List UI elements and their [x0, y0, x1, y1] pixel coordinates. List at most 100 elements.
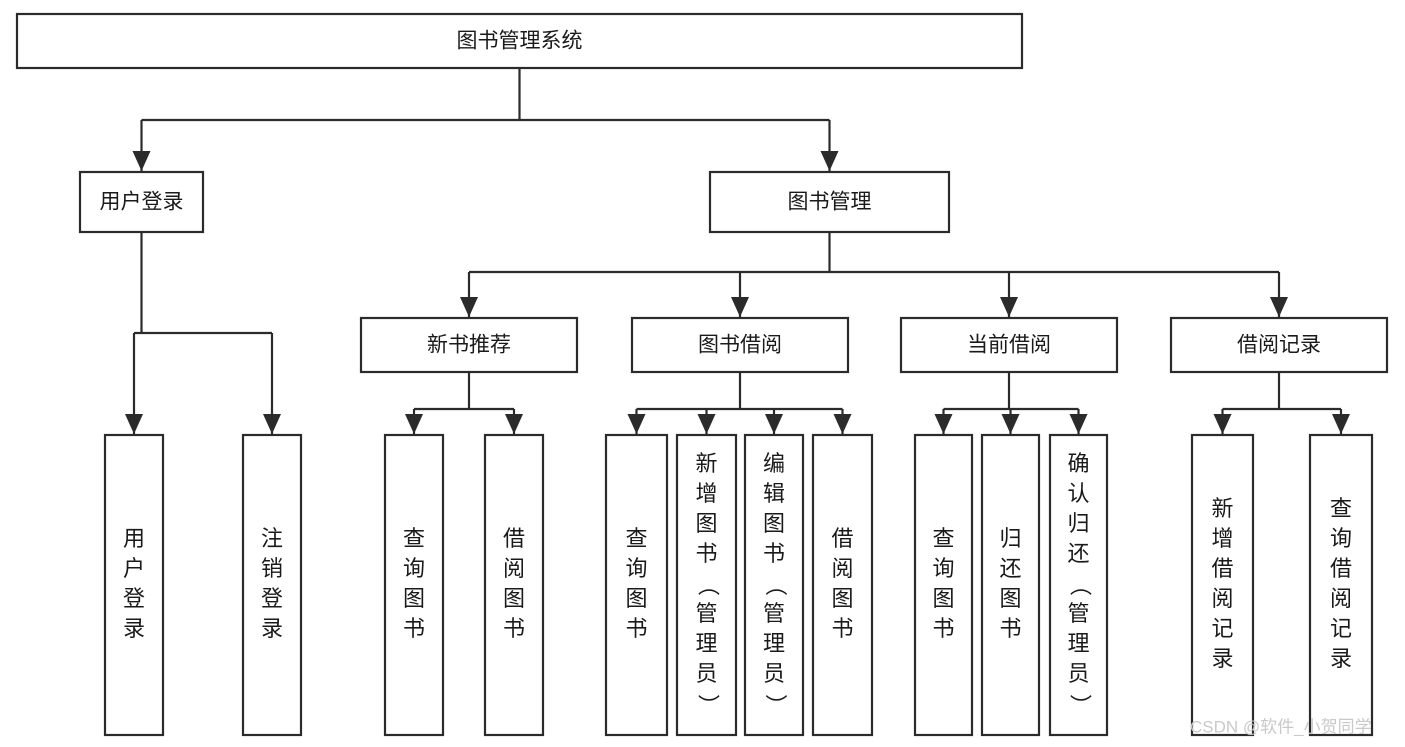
node-label-char: 图	[403, 586, 425, 611]
node-user-login[interactable]: 用户登录	[78, 170, 205, 234]
node-label-char: 管	[695, 601, 717, 626]
node-box	[743, 433, 805, 737]
node-label: 图书管理系统	[457, 30, 583, 53]
node-label-char: 还	[1067, 541, 1089, 566]
csdn-watermark: CSDN @软件_小贺同学	[1190, 717, 1372, 736]
node-label-char: （	[763, 574, 788, 596]
arrow-head-icon	[125, 414, 143, 434]
node-box	[604, 433, 669, 737]
node-label-char: 归	[1067, 511, 1089, 536]
node-label-char: 借	[503, 526, 525, 551]
arrow-head-icon	[1001, 414, 1020, 434]
node-label-char: 借	[1330, 556, 1352, 581]
node-label-char: 书	[932, 616, 954, 641]
node-label-char: 图	[763, 511, 785, 536]
node-label-char: 理	[763, 631, 785, 656]
node-box	[811, 433, 874, 737]
node-label-char: （	[1068, 574, 1093, 596]
node-title-book-management-system[interactable]: 图书管理系统	[15, 12, 1024, 70]
node-box	[241, 433, 303, 737]
node-book-manage[interactable]: 图书管理	[708, 170, 951, 234]
arrow-head-icon	[627, 414, 646, 434]
node-label-char: 还	[999, 556, 1021, 581]
node-current-borrow[interactable]: 当前借阅	[899, 316, 1119, 374]
node-label-char: 询	[403, 556, 425, 581]
arrow-head-icon	[731, 297, 749, 317]
node-box	[708, 170, 951, 234]
node-label-char: （	[696, 574, 721, 596]
node-label-char: 增	[695, 481, 717, 506]
node-label: 借阅记录	[1237, 334, 1321, 357]
arrow-head-icon	[132, 151, 151, 171]
node-label-char: 编	[763, 451, 785, 476]
arrow-head-icon	[1270, 297, 1288, 317]
node-box	[1048, 433, 1109, 737]
node-label-char: 归	[999, 526, 1021, 551]
node-box	[78, 170, 205, 234]
node-label: 用户登录	[100, 191, 184, 214]
node-box	[103, 433, 165, 737]
node-label-char: 管	[1067, 601, 1089, 626]
node-label-char: 书	[999, 616, 1021, 641]
arrow-head-icon	[505, 414, 523, 434]
node-label-char: 确	[1067, 451, 1089, 476]
node-label-char: 查	[1330, 496, 1352, 521]
node-label-char: 图	[695, 511, 717, 536]
node-box	[1308, 433, 1374, 737]
node-book-borrow[interactable]: 图书借阅	[630, 316, 850, 374]
node-label-char: 询	[932, 556, 954, 581]
node-label-char: 管	[763, 601, 785, 626]
node-label: 当前借阅	[967, 334, 1051, 357]
node-box	[980, 433, 1041, 737]
node-borrow-record[interactable]: 借阅记录	[1169, 316, 1389, 374]
node-box	[913, 433, 974, 737]
node-label-char: 书	[695, 541, 717, 566]
node-label-char: 询	[625, 556, 647, 581]
arrow-head-icon	[1332, 414, 1350, 434]
node-label-char: 询	[1330, 526, 1352, 551]
arrow-head-icon	[405, 414, 423, 434]
node-label-char: 登	[123, 586, 145, 611]
node-box	[1190, 433, 1255, 737]
node-box	[15, 12, 1024, 70]
node-label-char: 理	[695, 631, 717, 656]
node-label-char: 借	[831, 526, 853, 551]
node-label-char: 阅	[1330, 586, 1352, 611]
node-label-char: 录	[1211, 646, 1233, 671]
arrow-head-icon	[765, 414, 783, 434]
arrow-head-icon	[1000, 297, 1018, 317]
node-label-char: 记	[1330, 616, 1352, 641]
arrow-head-icon	[697, 414, 716, 434]
node-label-char: 查	[403, 526, 425, 551]
node-box	[483, 433, 545, 737]
node-new-book-recommend[interactable]: 新书推荐	[359, 316, 579, 374]
node-label-char: 图	[932, 586, 954, 611]
arrow-head-icon	[460, 297, 478, 317]
node-label-char: ）	[696, 694, 721, 716]
node-label-char: 阅	[831, 556, 853, 581]
node-label-char: 书	[831, 616, 853, 641]
node-label-char: 员	[763, 661, 785, 686]
node-label-char: 录	[123, 616, 145, 641]
node-label-char: 增	[1211, 526, 1233, 551]
node-label-char: 书	[403, 616, 425, 641]
node-label-char: 借	[1211, 556, 1233, 581]
node-label-char: 销	[261, 556, 283, 581]
node-leaf-user-login[interactable]: 用户登录	[103, 433, 165, 737]
node-label-char: 查	[625, 526, 647, 551]
node-label-char: 新	[695, 451, 717, 476]
node-label-char: 阅	[1211, 586, 1233, 611]
